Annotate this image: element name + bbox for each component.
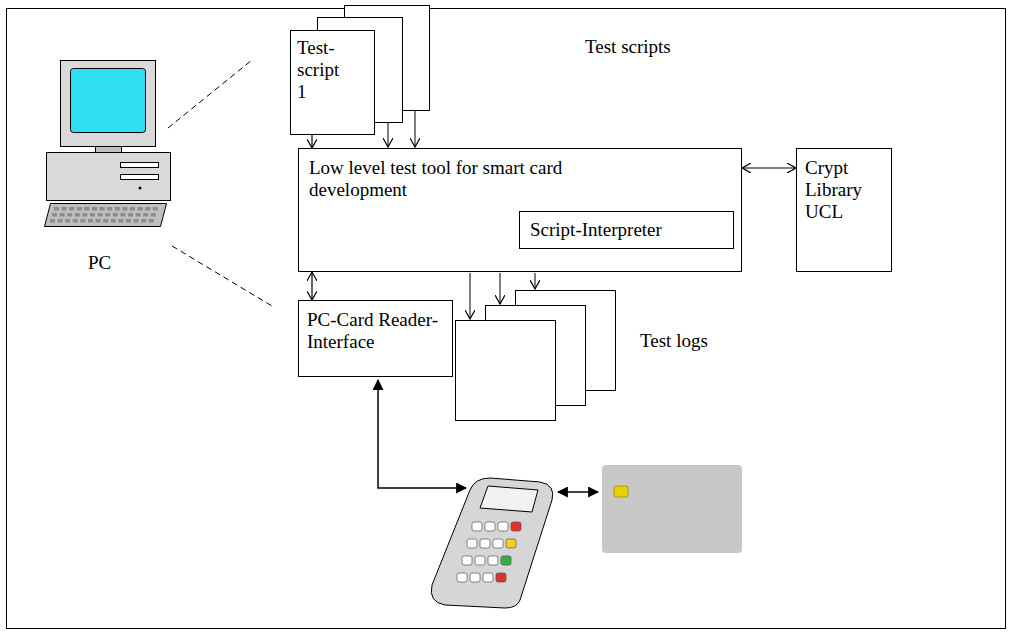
device-label: PC [88,252,111,274]
group-label: Test scripts [585,36,671,58]
reader-cable-arrow [378,380,466,488]
box-label: Crypt Library UCL [805,157,883,223]
tool-box: Low level test tool for smart card devel… [298,148,742,272]
box-label: Script-Interpreter [530,219,723,241]
connector-arrow [742,167,796,168]
connector-arrow [311,272,312,300]
box-label: PC-Card Reader-Interface [307,309,444,353]
connector-arrow [311,135,312,148]
outer-frame [7,9,1006,629]
card-terminal [431,478,553,608]
card-contact-arrow [558,491,598,493]
script-page: Test-script 1 [290,30,375,135]
group-label: Test logs [640,330,708,352]
box-label: Test-script 1 [297,37,351,103]
interface-box: PC-Card Reader-Interface [298,300,453,377]
flow-arrow [500,273,501,304]
flow-arrow [470,273,471,319]
flow-arrow [388,123,389,147]
box-label: Low level test tool for smart card devel… [309,157,654,201]
zoom-line [172,246,272,306]
pc-icon [45,61,171,227]
smart-card [602,465,742,553]
zoom-line [168,60,252,128]
library-box: Crypt Library UCL [796,148,892,272]
flow-arrow [535,273,536,289]
interpreter-box: Script-Interpreter [519,211,734,249]
flow-arrow [415,111,416,147]
log-page [456,321,556,421]
